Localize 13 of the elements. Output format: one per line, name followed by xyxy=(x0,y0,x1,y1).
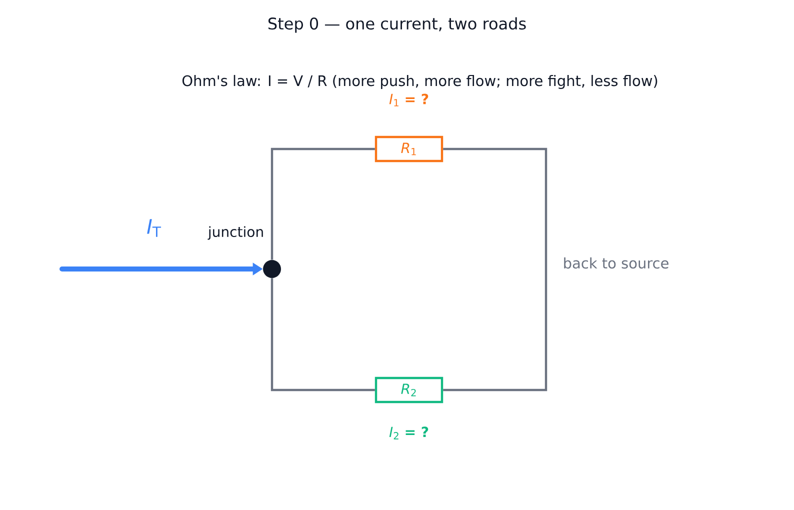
formula-note: Ohm's law: I = V / R (more push, more flow; more fight, less flow) xyxy=(180,74,660,90)
wire xyxy=(270,278,375,392)
title: Step 0 — one current, two roads xyxy=(268,17,526,33)
current-label: I$_{2}$ = ? xyxy=(388,426,430,440)
resistor-box: R$_{1}$ xyxy=(374,136,444,162)
junction-label: junction xyxy=(206,225,266,241)
junction-dot xyxy=(263,260,281,278)
annotation: back to source xyxy=(562,256,670,270)
resistor-box: R$_{2}$ xyxy=(374,376,444,404)
current-label: I$_{1}$ = ? xyxy=(388,92,430,108)
edge-label: I$_{T}$ xyxy=(146,218,162,238)
wire xyxy=(443,148,548,392)
wire xyxy=(270,148,375,260)
